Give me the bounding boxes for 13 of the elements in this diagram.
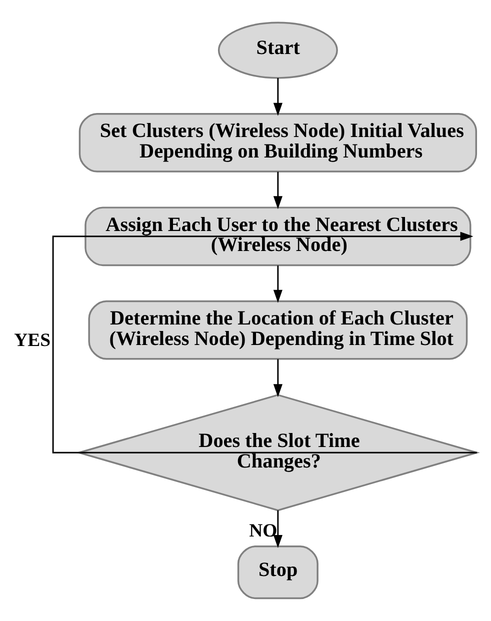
node-box: Stop	[237, 545, 318, 600]
edge-label: YES	[14, 330, 51, 351]
node-box: Determine the Location of Each Cluster (Wireless Node) Depending in Time Slot	[88, 300, 468, 360]
node-ellipse: Start	[218, 22, 338, 79]
arrow	[273, 172, 282, 210]
edge-label: NO	[249, 520, 278, 542]
node-box: Set Clusters (Wireless Node) Initial Values Depending on Building Numbers	[78, 112, 478, 172]
arrow	[273, 266, 282, 303]
arrow	[52, 232, 477, 454]
arrow	[273, 359, 282, 398]
arrow	[273, 78, 282, 116]
arrow	[273, 510, 282, 548]
node-box: Assign Each User to the Nearest Clusters (Wireless Node)	[84, 206, 472, 266]
